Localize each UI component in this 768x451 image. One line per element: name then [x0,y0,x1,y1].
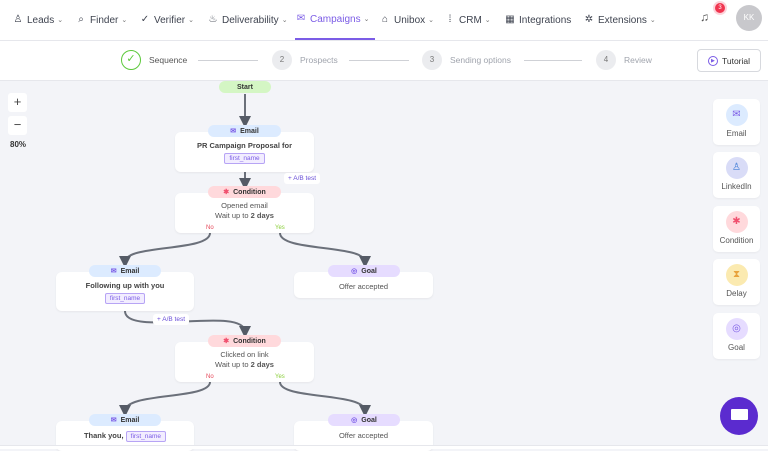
mail-icon: ✉ [110,268,117,275]
branch-no-label: No [206,225,214,231]
nav-unibox[interactable]: ⌂Unibox⌄ [379,0,435,40]
variable-tag: first_name [125,431,167,442]
chevron-down-icon: ⌄ [121,17,128,24]
play-icon: ▶ [707,55,718,66]
top-nav: ♙Leads⌄ ⌕Finder⌄ ✓Verifier⌄ ♨Deliverabil… [0,0,768,41]
mail-icon: ✉ [110,417,117,424]
chat-icon [731,409,748,420]
bottom-bar [0,445,768,449]
condition-node[interactable]: Clicked on link Wait up to 2 days [175,342,314,382]
nav-crm[interactable]: ⁞CRM⌄ [444,0,492,40]
chevron-down-icon: ⌄ [484,17,491,24]
zoom-level: 80% [10,140,27,149]
chevron-down-icon: ⌄ [649,17,656,24]
condition-node[interactable]: Opened email Wait up to 2 days [175,193,314,233]
branch-yes-label: Yes [275,225,285,231]
nav-leads[interactable]: ♙Leads⌄ [13,14,64,26]
chevron-down-icon: ⌄ [363,16,370,23]
linkedin-people-icon: ♙ [725,157,748,179]
tutorial-button[interactable]: ▶Tutorial [697,49,761,72]
condition-node-header: ✱Condition [208,186,281,198]
connector [279,232,371,268]
tool-linkedin[interactable]: ♙LinkedIn [713,152,760,198]
mail-icon: ✉ [230,128,237,135]
goal-node-header: ◎Goal [328,265,400,277]
asterisk-icon: ✱ [223,189,230,196]
users-icon: ♙ [13,14,23,25]
ab-test-button[interactable]: + A/B test [284,173,321,184]
email-node-header: ✉Email [89,414,161,426]
crm-icon: ⁞ [448,14,452,25]
ab-test-button[interactable]: + A/B test [153,314,190,325]
grid-icon: ▦ [505,14,515,25]
target-icon: ◎ [351,268,358,275]
email-node-header: ✉Email [89,265,161,277]
nav-extensions[interactable]: ✲Extensions⌄ [584,14,656,26]
tool-goal[interactable]: ◎Goal [713,313,760,359]
connector [119,381,211,417]
nav-deliverability[interactable]: ♨Deliverability⌄ [208,14,288,26]
chevron-down-icon: ⌄ [188,17,194,24]
asterisk-icon: ✱ [725,211,748,233]
check-circle-icon: ✓ [140,14,150,25]
notification-badge: 3 [715,3,725,13]
tool-delay[interactable]: ⧗Delay [713,259,760,305]
search-icon: ⌕ [78,14,84,25]
puzzle-icon: ✲ [584,14,594,25]
flame-icon: ♨ [208,14,218,25]
tool-email[interactable]: ✉Email [713,99,760,145]
connector [279,381,371,417]
nav-verifier[interactable]: ✓Verifier⌄ [140,14,194,26]
goal-node-header: ◎Goal [328,414,400,426]
inbox-icon: ⌂ [381,14,389,25]
branch-yes-label: Yes [275,374,285,380]
step-divider [198,60,258,61]
zoom-out-button[interactable]: − [8,116,27,135]
step-divider [349,60,409,61]
nav-campaigns[interactable]: ✉Campaigns⌄ [295,0,375,40]
chevron-down-icon: ⌄ [57,17,64,24]
step-divider [524,60,582,61]
avatar[interactable]: KK [736,5,762,31]
variable-tag: first_name [224,153,265,164]
branch-no-label: No [206,374,214,380]
nav-finder[interactable]: ⌕Finder⌄ [75,0,128,40]
chevron-down-icon: ⌄ [281,17,288,24]
mail-icon: ✉ [296,13,306,24]
check-icon: ✓ [121,50,141,70]
step-sequence[interactable]: ✓Sequence [121,50,187,70]
nav-integrations[interactable]: ▦Integrations [505,14,572,26]
tool-condition[interactable]: ✱Condition [713,206,760,252]
asterisk-icon: ✱ [223,338,230,345]
mail-icon: ✉ [725,104,748,126]
connector [119,232,211,268]
hourglass-icon: ⧗ [725,264,748,286]
zoom-in-button[interactable]: + [8,93,27,112]
chat-button[interactable] [720,397,758,435]
start-node[interactable]: Start [219,81,271,93]
email-node[interactable]: PR Campaign Proposal for first_name [175,132,314,172]
target-icon: ◎ [351,417,358,424]
email-node-header: ✉Email [208,125,281,137]
bell-icon[interactable]: ♫ [700,10,709,24]
email-node[interactable]: Following up with you first_name [56,272,194,311]
condition-node-header: ✱Condition [208,335,281,347]
chevron-down-icon: ⌄ [428,17,435,24]
target-icon: ◎ [725,318,748,340]
variable-tag: first_name [104,293,146,304]
